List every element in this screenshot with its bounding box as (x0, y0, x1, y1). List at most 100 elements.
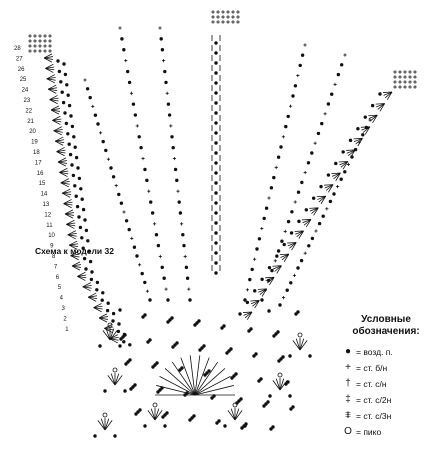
stitch-post (57, 160, 67, 163)
chain-stitch-dot (135, 254, 139, 258)
stitch-post (295, 230, 304, 235)
chain-stitch-dot (339, 177, 343, 181)
chain-dot-icon: ● (344, 346, 352, 357)
row-number-label: 26 (18, 67, 25, 73)
row-number-label: 7 (54, 264, 58, 270)
chain-stitch-dot (180, 366, 184, 370)
chain-stitch-dot (310, 236, 315, 241)
picot-loop (297, 332, 303, 338)
chain-stitch-dot (74, 155, 79, 160)
stitch-post (52, 115, 61, 121)
chain-stitch-dot (96, 122, 100, 126)
stitch-post (114, 375, 123, 386)
chain-stitch-dot (317, 221, 322, 226)
chain-stitch-dot (214, 201, 218, 205)
chain-stitch-dot (240, 426, 244, 430)
stitch-post (287, 242, 297, 244)
stitch-post (48, 88, 57, 94)
stitch-post (189, 355, 196, 396)
row-number-label: 12 (44, 212, 51, 218)
chain-stitch-dot (80, 236, 84, 240)
chain-stitch-dot (215, 421, 219, 425)
chain-stitch-dot (291, 405, 295, 409)
chain-stitch-dot (255, 247, 259, 251)
stitch-post (227, 410, 236, 421)
stitch-post (67, 234, 76, 240)
chain-stitch-dot (250, 267, 254, 272)
row-number-label: 8 (52, 254, 56, 260)
chain-stitch-dot (214, 121, 218, 125)
stitch-post (150, 408, 156, 421)
stitch-post (317, 195, 326, 200)
stitch-post (70, 255, 79, 261)
chain-stitch-dot (336, 72, 341, 77)
stitch-post (309, 207, 319, 209)
chain-stitch-dot (286, 114, 290, 119)
chain-stitch-dot (166, 320, 170, 324)
chain-stitch-dot (350, 155, 354, 159)
double-crochet-icon: † (345, 378, 351, 389)
stitch-post (43, 57, 53, 63)
chain-stitch-dot (143, 424, 147, 428)
stitch-post (53, 130, 63, 133)
stitch-post (57, 157, 67, 163)
stitch-post (287, 242, 297, 247)
stitch-post (386, 91, 393, 100)
chain-stitch-dot (63, 111, 67, 115)
stitch-post (71, 261, 81, 267)
stitch-post (194, 361, 219, 396)
stitch-post (66, 224, 75, 229)
row-number-label: 6 (56, 275, 60, 281)
stitch-post (102, 330, 111, 341)
legend-row-treble-crochet: ‡ = ст. с/2н (340, 392, 432, 408)
chain-stitch-dot (70, 163, 74, 167)
chain-stitch-dot (264, 402, 268, 406)
legend-row-single-crochet: + = ст. б/н (340, 360, 432, 376)
stitch-post (66, 222, 76, 225)
chain-stitch-dot (281, 355, 285, 359)
stitch-post (265, 276, 275, 279)
stitch-post (194, 355, 201, 396)
chain-stitch-dot (64, 121, 69, 126)
chain-stitch-dot (320, 121, 324, 126)
chain-stitch-dot (262, 216, 266, 221)
chain-stitch-dot (166, 102, 171, 106)
chain-stitch-dot (111, 175, 116, 179)
chain-stitch-dot (370, 103, 375, 108)
chain-stitch-dot (298, 63, 302, 68)
chain-stitch-dot (89, 277, 94, 282)
stitch-post (93, 307, 103, 310)
chain-stitch-dot (72, 135, 76, 139)
stitch-post (299, 338, 305, 351)
stitch-post (362, 126, 371, 133)
chain-stitch-dot (242, 424, 246, 428)
chain-stitch-dot (353, 147, 358, 152)
stitch-post (62, 192, 72, 196)
stitch-post (97, 420, 106, 431)
stitch-post (46, 76, 56, 80)
chain-stitch-dot (168, 318, 172, 322)
stitch-post (325, 184, 334, 191)
chain-stitch-dot (171, 145, 175, 150)
stitch-post (266, 276, 275, 284)
stitch-post (375, 103, 385, 105)
chain-stitch-dot (277, 359, 281, 363)
chain-stitch-dot (181, 233, 185, 237)
stitch-post (98, 316, 108, 319)
legend-label-double-crochet: = ст. с/н (356, 379, 387, 389)
stitch-post (70, 255, 80, 258)
chain-stitch-dot (93, 113, 98, 117)
chain-stitch-dot (214, 71, 218, 75)
single-crochet-icon: + (345, 362, 351, 373)
chain-stitch-dot (163, 424, 167, 428)
stitch-post (82, 284, 92, 288)
chain-stitch-dot (156, 390, 160, 394)
stitch-post (56, 151, 66, 154)
chain-stitch-dot (217, 419, 221, 423)
chain-stitch-dot (124, 362, 128, 366)
chain-stitch-dot (286, 219, 291, 224)
chain-stitch-dot (160, 265, 164, 270)
chain-stitch-dot (230, 376, 234, 380)
stitch-post (50, 105, 60, 111)
